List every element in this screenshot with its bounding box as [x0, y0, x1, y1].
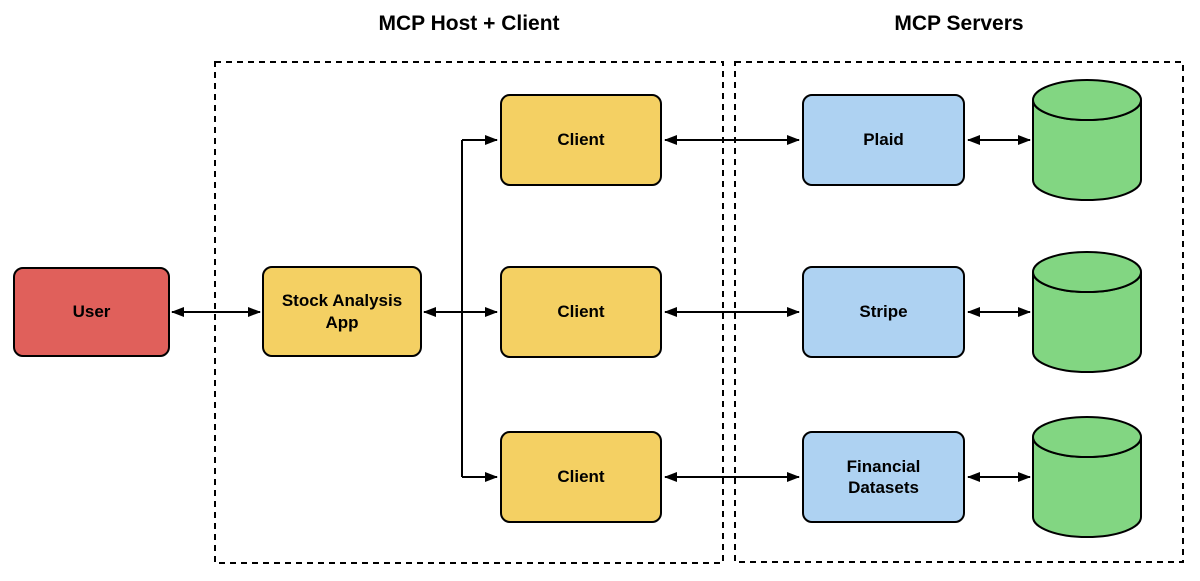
mcp-host-client-title: MCP Host + Client	[378, 12, 560, 35]
mcp-servers-container	[734, 61, 1184, 563]
node-financial-datasets-server: Financial Datasets	[802, 431, 965, 523]
node-client-2: Client	[500, 266, 662, 358]
node-client-1: Client	[500, 94, 662, 186]
node-plaid-server-label: Plaid	[863, 130, 904, 150]
node-stripe-server-label: Stripe	[859, 302, 908, 322]
database-cylinder-stripe	[1032, 251, 1142, 373]
node-financial-datasets-server-label: Financial Datasets	[846, 456, 921, 497]
database-cylinder-plaid	[1032, 79, 1142, 201]
node-client-1-label: Client	[557, 130, 605, 150]
node-plaid-server: Plaid	[802, 94, 965, 186]
node-user: User	[13, 267, 170, 357]
node-client-3: Client	[500, 431, 662, 523]
node-stock-analysis-app-label: Stock Analysis App	[281, 291, 403, 332]
node-stock-analysis-app: Stock Analysis App	[262, 266, 422, 357]
node-client-3-label: Client	[557, 467, 605, 487]
mcp-servers-title: MCP Servers	[894, 12, 1024, 35]
node-user-label: User	[72, 302, 111, 322]
node-stripe-server: Stripe	[802, 266, 965, 358]
connector-arrows	[171, 135, 1031, 482]
database-cylinder-financial	[1032, 416, 1142, 538]
mcp-host-client-container	[214, 61, 724, 564]
node-client-2-label: Client	[557, 302, 605, 322]
